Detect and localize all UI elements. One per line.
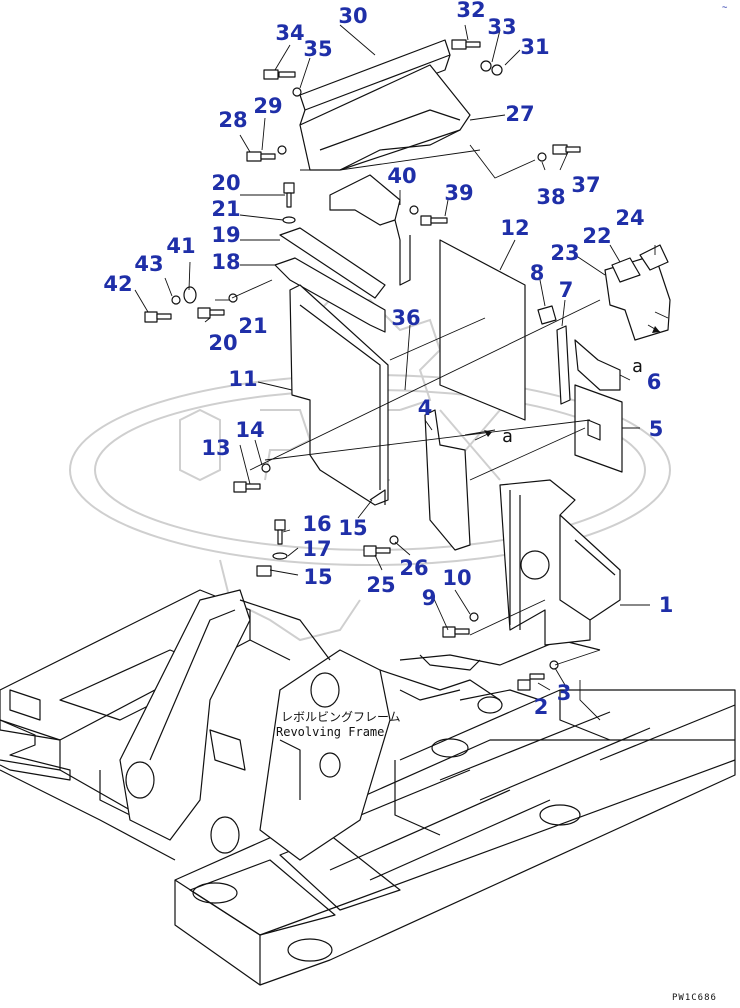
callout-number: 21 (238, 314, 267, 338)
callout-number: 1 (659, 593, 674, 617)
callout-number: 43 (134, 252, 163, 276)
callout-number: 40 (387, 164, 416, 188)
callout-number: 33 (487, 15, 516, 39)
callout-number: 15 (303, 565, 332, 589)
callout-number: 19 (211, 223, 240, 247)
callout-number: 35 (303, 37, 332, 61)
part-22-23-24-cover (604, 244, 671, 341)
callout-number: 16 (302, 512, 331, 536)
part-18-plate (274, 257, 386, 333)
hardware-bolts (144, 39, 581, 691)
part-1-side-cover (499, 479, 621, 646)
callout-number: 11 (228, 367, 257, 391)
callout-number: 34 (275, 21, 304, 45)
callout-number: 17 (302, 537, 331, 561)
part-11-plate (289, 284, 389, 506)
callout-number: 41 (166, 234, 195, 258)
frame-label-english: Revolving Frame (276, 725, 384, 739)
part-4-bracket (424, 409, 471, 551)
drawing-code: PW1C686 (672, 993, 717, 1003)
callout-numbers: 1 2 3 4 5 6 7 8 9 10 11 12 13 14 15 15 1… (103, 0, 673, 719)
part-27-cover (299, 64, 471, 171)
part-6-pad (574, 339, 621, 391)
callout-number: 6 (647, 370, 662, 394)
part-36-bracket (329, 174, 411, 286)
callout-number: 8 (530, 261, 545, 285)
reference-mark: a (502, 426, 513, 447)
frame-label: レボルビングフレーム Revolving Frame (276, 710, 401, 739)
reference-mark: a (632, 356, 643, 377)
callout-number: 31 (520, 35, 549, 59)
callout-number: 3 (557, 681, 572, 705)
callout-number: 2 (534, 695, 549, 719)
reference-marks: a a (474, 324, 661, 447)
part-5-pad (574, 384, 623, 473)
part-7-strip (556, 325, 571, 405)
callout-number: 25 (366, 573, 395, 597)
callout-number: 18 (211, 250, 240, 274)
callout-number: 26 (399, 556, 428, 580)
callout-number: 15 (338, 516, 367, 540)
callout-number: 21 (211, 197, 240, 221)
part-8-block (537, 305, 557, 325)
callout-number: 24 (615, 206, 644, 230)
callout-number: 38 (536, 185, 565, 209)
callout-number: 7 (559, 278, 574, 302)
callout-number: 42 (103, 272, 132, 296)
frame-label-japanese: レボルビングフレーム (281, 710, 401, 724)
callout-number: 20 (211, 171, 240, 195)
part-19-plate (279, 227, 386, 299)
callout-number: 30 (338, 4, 367, 28)
callout-number: 9 (422, 586, 437, 610)
callout-number: 29 (253, 94, 282, 118)
callout-number: 12 (500, 216, 529, 240)
leader-lines (134, 24, 669, 721)
callout-number: 22 (582, 224, 611, 248)
callout-number: 36 (391, 306, 420, 330)
callout-number: 20 (208, 331, 237, 355)
callout-number: 39 (444, 181, 473, 205)
callout-number: 4 (418, 396, 433, 420)
part-12-panel (439, 239, 526, 421)
callout-number: 10 (442, 566, 471, 590)
callout-number: 27 (505, 102, 534, 126)
callout-number: 14 (235, 418, 264, 442)
callout-number: 28 (218, 108, 247, 132)
callout-number: 23 (550, 241, 579, 265)
callout-number: 37 (571, 173, 600, 197)
callout-number: 13 (201, 436, 230, 460)
callout-number: 5 (649, 417, 664, 441)
corner-mark: ~ (722, 3, 728, 13)
revolving-frame (0, 589, 736, 986)
callout-number: 32 (456, 0, 485, 22)
